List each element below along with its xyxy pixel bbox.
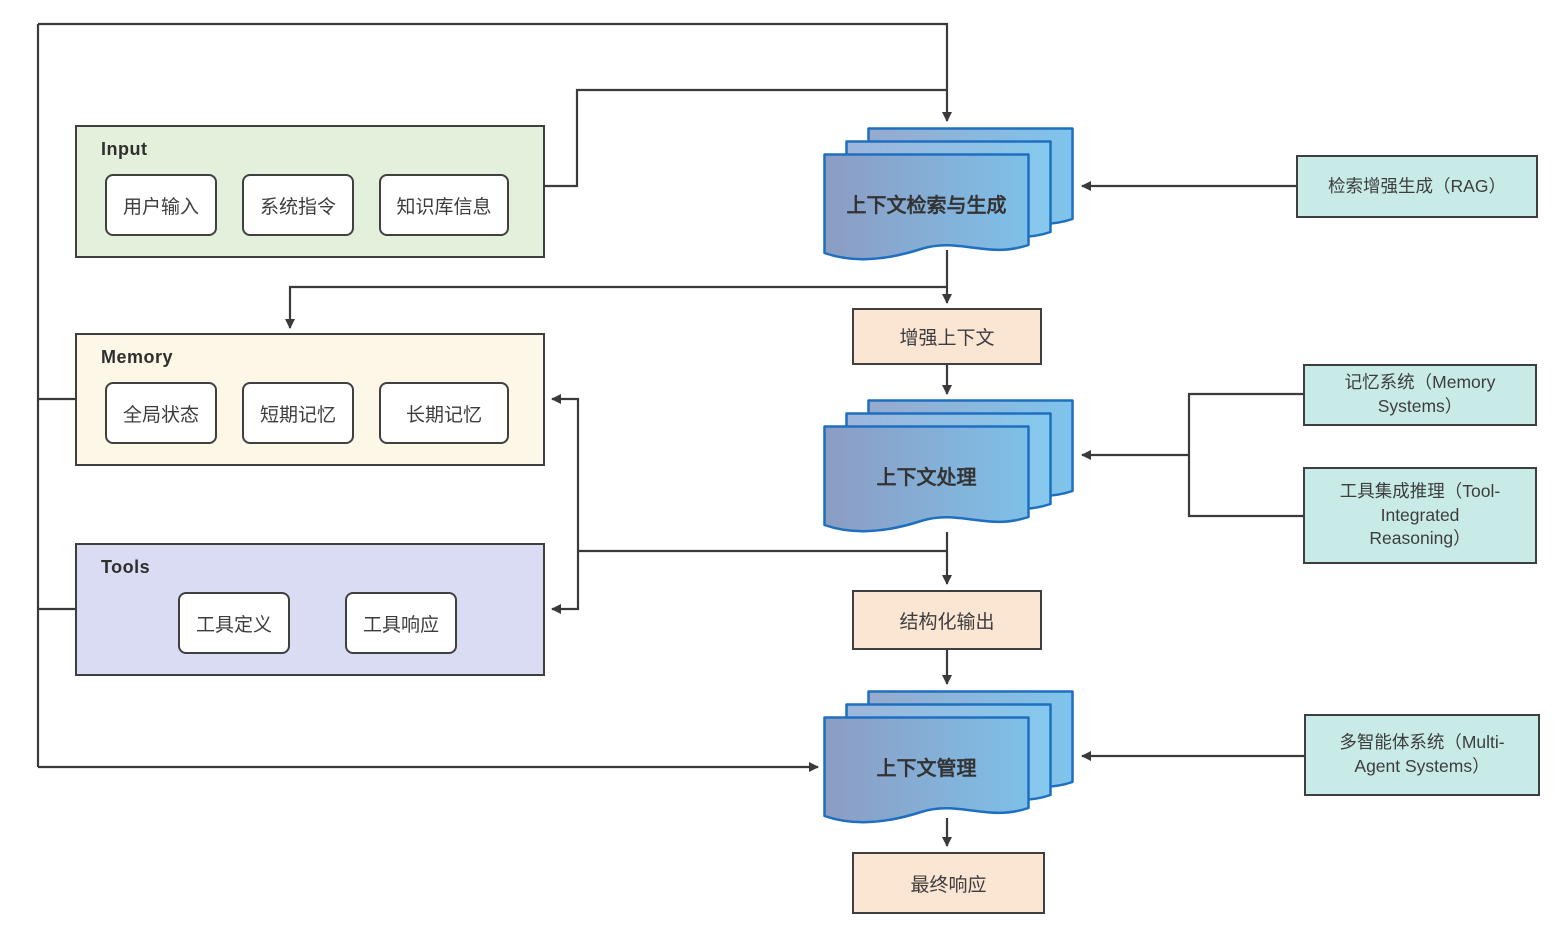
annotation-tool-integrated-reasoning: 工具集成推理（Tool- Integrated Reasoning） — [1303, 467, 1537, 564]
document-stack-icon — [823, 690, 1074, 824]
node-tool-response: 工具响应 — [345, 592, 457, 654]
document-stack-icon — [823, 399, 1074, 533]
node-tool-definition: 工具定义 — [178, 592, 290, 654]
stage-context-retrieval-label: 上下文检索与生成 — [846, 194, 1007, 217]
stage-context-management: 上下文管理 — [823, 690, 1075, 830]
node-final-response: 最终响应 — [852, 852, 1045, 914]
node-global-state: 全局状态 — [105, 382, 217, 444]
input-group-label: Input — [101, 139, 148, 159]
node-user-input: 用户输入 — [105, 174, 217, 236]
memory-group-label: Memory — [101, 347, 174, 367]
stage-context-management-label: 上下文管理 — [876, 757, 977, 780]
node-structured-output: 结构化输出 — [852, 590, 1042, 650]
annotation-multi-agent-systems: 多智能体系统（Multi- Agent Systems） — [1304, 714, 1540, 796]
connector-branch-to-memory-right — [551, 394, 580, 551]
node-system-instructions: 系统指令 — [242, 174, 354, 236]
node-long-term-memory: 长期记忆 — [379, 382, 509, 444]
connector-top-to-retrieval — [38, 22, 952, 122]
tools-group: Tools 工具定义 工具响应 — [75, 543, 545, 676]
document-stack-icon — [823, 127, 1074, 261]
stage-context-processing: 上下文处理 — [823, 399, 1075, 539]
tools-group-label: Tools — [101, 557, 151, 577]
annotation-memory-systems: 记忆系统（Memory Systems） — [1303, 364, 1537, 426]
annotation-rag: 检索增强生成（RAG） — [1296, 155, 1538, 218]
input-group: Input 用户输入 系统指令 知识库信息 — [75, 125, 545, 258]
stage-context-processing-label: 上下文处理 — [876, 466, 977, 489]
connector-annotation-bracket — [1187, 392, 1303, 518]
connector-branch-to-memory-top — [285, 285, 947, 329]
memory-group: Memory 全局状态 短期记忆 长期记忆 — [75, 333, 545, 466]
node-knowledge-base-info: 知识库信息 — [379, 174, 509, 236]
node-short-term-memory: 短期记忆 — [242, 382, 354, 444]
node-enhanced-context: 增强上下文 — [852, 308, 1042, 365]
stage-context-retrieval: 上下文检索与生成 — [823, 127, 1075, 267]
connector-input-to-retrieval — [545, 88, 947, 188]
connector-branch-to-tools-right — [551, 551, 580, 614]
